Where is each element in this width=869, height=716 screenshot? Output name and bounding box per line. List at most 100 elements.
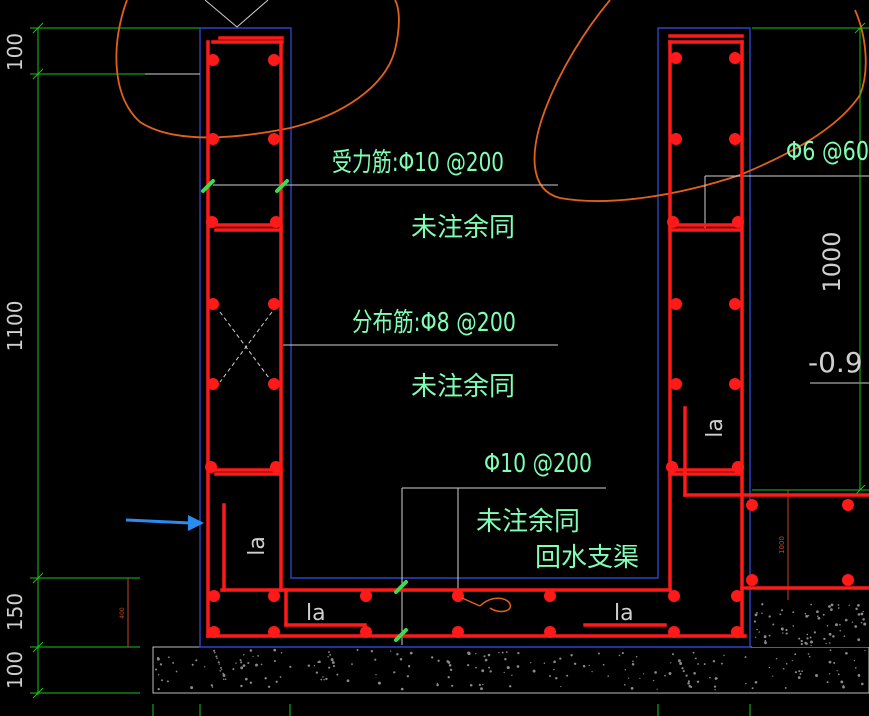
hatch-speck — [809, 636, 812, 639]
rebar-dot — [842, 499, 854, 511]
hatch-speck — [754, 613, 758, 617]
hatch-speck — [393, 671, 396, 674]
hatch-speck — [709, 676, 711, 679]
hatch-speck — [839, 629, 841, 632]
rebar-dot — [207, 378, 219, 390]
rebar-dot — [667, 216, 679, 228]
hatch-speck — [356, 648, 359, 652]
hatch-speck — [780, 627, 784, 631]
dim-right-1000: 1000 — [818, 231, 846, 292]
label-note-3: 未注余同 — [476, 507, 580, 537]
hatch-speck — [857, 613, 861, 616]
hatch-speck — [860, 621, 863, 624]
hatch-speck — [507, 666, 510, 669]
hatch-speck — [242, 664, 246, 667]
hatch-speck — [607, 675, 609, 677]
hatch-speck — [325, 677, 328, 681]
hatch-speck — [553, 660, 556, 664]
hatch-speck — [481, 669, 485, 673]
hatch-speck — [826, 681, 829, 684]
small-dim-right: 1000 — [778, 490, 789, 600]
concrete-base — [152, 600, 869, 694]
hatch-speck — [204, 666, 206, 668]
hatch-speck — [469, 684, 473, 687]
hatch-speck — [329, 654, 332, 656]
hatch-speck — [175, 670, 178, 673]
hatch-speck — [628, 677, 630, 679]
hatch-speck — [797, 676, 801, 679]
hatch-speck — [328, 651, 330, 653]
hatch-speck — [794, 653, 797, 656]
hatch-speck — [503, 671, 505, 674]
hatch-speck — [857, 638, 861, 642]
hatch-speck — [273, 659, 276, 663]
hatch-speck — [409, 651, 413, 655]
hatch-speck — [685, 674, 688, 677]
hatch-speck — [406, 675, 410, 678]
hatch-speck — [508, 685, 512, 688]
hatch-speck — [336, 673, 339, 676]
small-dim-400: 400 — [119, 607, 126, 619]
rebar-dot — [731, 590, 743, 602]
rebar-dot — [729, 298, 741, 310]
hatch-speck — [264, 677, 267, 680]
hatch-speck — [804, 641, 807, 645]
hatch-speck — [390, 650, 392, 652]
hatch-speck — [377, 681, 381, 685]
hatch-speck — [837, 607, 840, 609]
rebar-dot — [268, 133, 280, 145]
hatch-speck — [157, 674, 160, 676]
hatch-speck — [785, 632, 788, 635]
hatch-speck — [808, 655, 811, 658]
hatch-speck — [307, 664, 311, 667]
hatch-speck — [792, 625, 794, 627]
bottom-ticks — [152, 704, 751, 716]
hatch-speck — [240, 661, 243, 664]
label-top-right-bar: Φ6 @60 — [786, 137, 869, 167]
hatch-speck — [810, 640, 813, 644]
label-bottom-bar: Φ10 @200 — [484, 449, 592, 479]
hatch-speck — [280, 652, 283, 654]
hatch-speck — [772, 675, 774, 677]
annotation-texts: 受力筋:Φ10 @200 未注余同 分布筋:Φ8 @200 未注余同 Φ10 @… — [332, 137, 869, 573]
hatch-speck — [257, 655, 259, 657]
hatch-speck — [436, 683, 439, 687]
hatch-speck — [826, 624, 829, 627]
rebar-dot — [268, 298, 280, 310]
label-note-2: 未注余同 — [411, 372, 515, 402]
left-dimension-chain — [30, 22, 200, 699]
anchor-labels: la la la la — [245, 418, 728, 626]
hatch-speck — [431, 656, 434, 659]
rebar-dot — [732, 461, 744, 473]
hatch-speck — [845, 651, 848, 655]
hatch-speck — [570, 654, 573, 657]
hatch-speck — [370, 650, 374, 653]
hatch-speck — [448, 663, 452, 667]
hatch-speck — [794, 671, 797, 674]
rebar-dot — [544, 590, 556, 602]
hatch-speck — [260, 663, 263, 666]
hatch-speck — [168, 656, 170, 659]
hatch-speck — [857, 604, 860, 607]
hatch-speck — [782, 632, 784, 634]
rebar-dot — [270, 461, 282, 473]
rebar-dot — [268, 590, 280, 602]
rebar-dot — [746, 574, 758, 586]
hatch-speck — [549, 675, 551, 678]
hatch-speck — [559, 657, 562, 660]
hatch-speck — [156, 657, 160, 661]
hatch-speck — [828, 632, 832, 636]
hatch-speck — [215, 655, 218, 658]
hatch-speck — [692, 651, 695, 654]
rebar-dot — [360, 626, 372, 638]
hatch-speck — [837, 673, 840, 676]
hatch-speck — [682, 670, 685, 673]
hatch-speck — [764, 639, 767, 642]
hatch-speck — [862, 618, 865, 621]
hatch-speck — [320, 678, 323, 681]
hatch-speck — [836, 669, 838, 672]
hatch-speck — [582, 664, 586, 668]
hatch-speck — [255, 663, 258, 667]
hatch-speck — [764, 641, 767, 645]
